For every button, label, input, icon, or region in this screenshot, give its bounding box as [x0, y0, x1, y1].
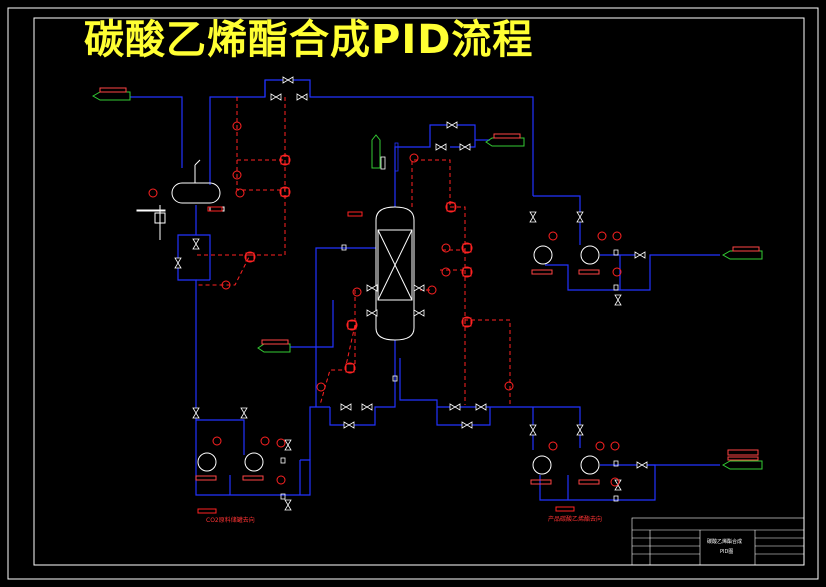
inner-frame	[33, 17, 805, 566]
process-lines	[130, 79, 720, 501]
title-block-name: 碳酸乙烯酯合成	[707, 539, 743, 545]
title-block-drawing-type: PID图	[720, 549, 734, 555]
drawing-title: 碳酸乙烯酯合成PID流程	[84, 17, 534, 63]
pumps	[195, 245, 600, 485]
separator-vessel	[136, 159, 225, 240]
outer-frame	[7, 7, 819, 580]
line-markers	[280, 142, 619, 502]
title-block	[631, 517, 805, 566]
reactor	[375, 206, 415, 341]
label-left-bottom: CO2原料储罐去向	[206, 517, 255, 524]
label-right-bottom: 产品碳酸乙烯酯去向	[548, 516, 603, 523]
stream-flags	[91, 87, 763, 470]
valves	[174, 76, 648, 511]
instruments	[148, 121, 622, 514]
